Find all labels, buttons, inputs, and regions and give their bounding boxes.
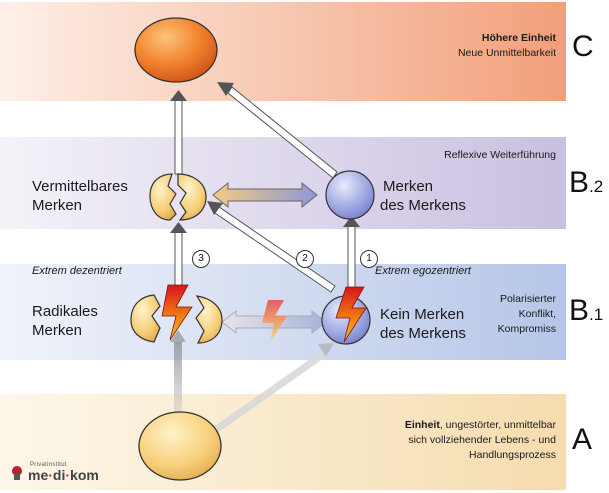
extrem-egozentriert-label: Extrem egozentriert	[375, 265, 471, 277]
lightning-icon	[161, 284, 193, 341]
broken-egg-icon	[130, 294, 223, 344]
level-b1-letter: B.1	[569, 294, 604, 327]
c-description: Höhere Einheit Neue Unmittelbarkeit	[336, 31, 556, 61]
logo-mark-icon	[12, 466, 22, 480]
level-c-letter: C	[572, 30, 594, 63]
number-1-badge: 1	[360, 250, 378, 268]
egg-icon	[134, 17, 218, 83]
arrow-merken-to-top	[217, 82, 338, 179]
lightning-icon-sphere	[335, 286, 367, 343]
level-a-letter: A	[572, 423, 593, 456]
arrow-2	[207, 201, 336, 293]
sphere-icon	[325, 170, 375, 220]
c-title: Höhere Einheit	[481, 32, 556, 44]
vermittelbares-merken-label: Vermittelbares Merken	[32, 178, 128, 214]
band-c	[0, 2, 566, 101]
level-b2-letter: B.2	[569, 166, 604, 199]
band-b2	[0, 137, 566, 229]
a-title: Einheit	[404, 419, 440, 431]
polarisierter-konflikt-label: Polarisierter Konflikt, Kompromiss	[497, 293, 556, 335]
radikales-merken-label: Radikales Merken	[32, 303, 98, 339]
number-3-badge: 3	[192, 250, 210, 268]
cracked-egg-icon	[149, 173, 207, 221]
band-a	[0, 394, 566, 490]
number-2-badge: 2	[296, 250, 314, 268]
a-description: Einheit, ungestörter, unmittelbar sich v…	[404, 419, 556, 461]
medikom-logo: Privatinstitut me·di·kom	[28, 462, 99, 483]
faded-lightning-icon	[262, 300, 287, 342]
c-subtitle: Neue Unmittelbarkeit	[457, 47, 556, 59]
extrem-dezentriert-label: Extrem dezentriert	[32, 265, 122, 277]
egg-icon-bottom	[138, 411, 222, 481]
band-b1	[0, 264, 566, 360]
faded-arrow-diagonal	[205, 343, 334, 439]
faded-arrow-left	[170, 330, 186, 426]
double-arrow-icon	[212, 181, 318, 209]
merken-des-merkens-label: Merken des Merkens	[380, 178, 466, 214]
b2-header: Reflexive Weiterführung	[444, 149, 556, 161]
kein-merken-label: Kein Merken des Merkens	[380, 306, 466, 342]
